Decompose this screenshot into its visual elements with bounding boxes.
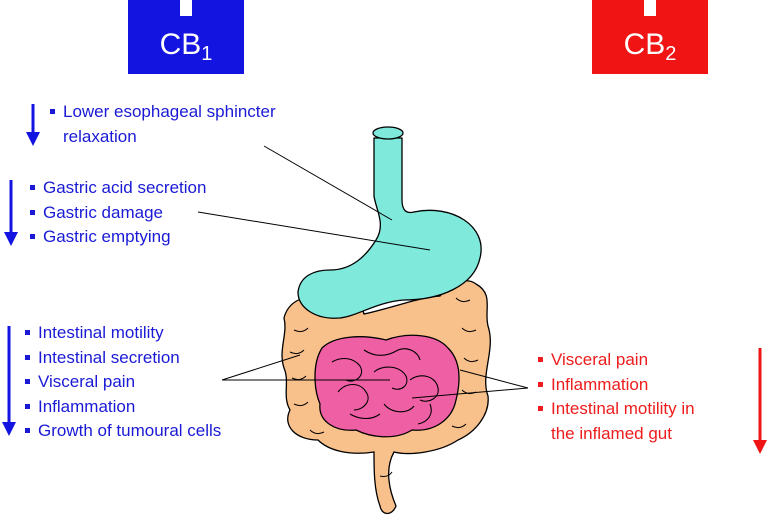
cb2-box-notch [644, 0, 656, 16]
pointer-line-cb2-intestine-a [459, 369, 529, 389]
small-intestine [314, 334, 460, 438]
effect-item: Intestinal motility [25, 321, 221, 346]
effect-item: Visceral pain [538, 348, 719, 373]
effect-item: Inflammation [538, 373, 719, 398]
cb1-gastric-effects: Gastric acid secretion Gastric damage Ga… [30, 176, 206, 250]
arrow-down-icon [2, 326, 16, 436]
arrow-down-icon [26, 104, 40, 146]
cb2-intestinal-effects: Visceral pain Inflammation Intestinal mo… [538, 348, 719, 446]
effect-item: Lower esophageal sphincter relaxation [50, 100, 333, 149]
cb1-label: CB1 [159, 28, 213, 65]
cb2-label: CB2 [623, 28, 677, 65]
cb1-esophageal-effects: Lower esophageal sphincter relaxation [50, 100, 333, 149]
esophagus-opening [372, 126, 404, 140]
arrow-down-icon [4, 180, 18, 246]
pointer-line-sphincter [263, 145, 393, 221]
cb1-intestinal-effects: Intestinal motility Intestinal secretion… [25, 321, 221, 444]
cb1-box-notch [180, 0, 192, 16]
effect-item: Gastric emptying [30, 225, 206, 250]
effect-item: Gastric acid secretion [30, 176, 206, 201]
effect-item: Intestinal motility in the inflamed gut [538, 397, 719, 446]
effect-item: Intestinal secretion [25, 346, 221, 371]
small-intestine-loops [331, 348, 439, 425]
cb1-receptor-box: CB1 [128, 0, 244, 74]
pointer-line-cb1-intestine-a [221, 354, 301, 381]
pointer-line-cb2-intestine-b [411, 387, 529, 399]
effect-item: Visceral pain [25, 370, 221, 395]
cb2-receptor-box: CB2 [592, 0, 708, 74]
pointer-line-gastric [197, 211, 431, 251]
esophagus-and-stomach [297, 137, 482, 319]
arrow-down-icon [753, 348, 767, 454]
effect-item: Growth of tumoural cells [25, 419, 221, 444]
effect-item: Inflammation [25, 395, 221, 420]
effect-item: Gastric damage [30, 201, 206, 226]
